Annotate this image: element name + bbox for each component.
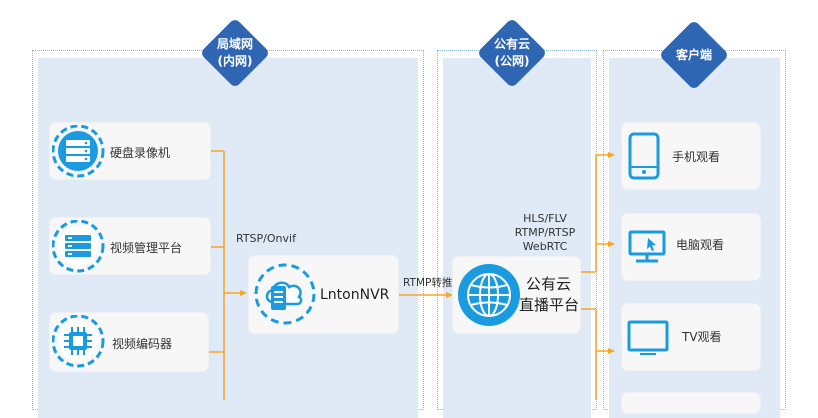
- client-label: 手机观看: [672, 150, 721, 164]
- protocol-list: HLS/FLV RTMP/RTSP WebRTC: [500, 212, 590, 254]
- lan-zone-header: 局域网 (内网): [199, 17, 271, 89]
- device-label: 视频管理平台: [110, 241, 183, 255]
- tv-icon: [627, 320, 669, 355]
- cloud-server-icon: [254, 263, 316, 325]
- device-label: 硬盘录像机: [110, 146, 171, 160]
- protocol-rtmp-rtsp: RTMP/RTSP: [514, 226, 576, 239]
- phone-icon: [628, 132, 660, 180]
- device-card-vms[interactable]: 视频管理平台: [50, 218, 210, 274]
- cloud-to-client-connector: [580, 152, 615, 400]
- client-label: TV观看: [682, 330, 722, 344]
- client-zone-header: 客户端: [658, 19, 730, 91]
- cloud-subtitle: (公网): [494, 54, 530, 68]
- globe-icon: [458, 264, 520, 326]
- rack-icon: [52, 220, 105, 273]
- cloud-zone-header: 公有云 (公网): [476, 17, 548, 89]
- cloud-title: 公有云: [493, 37, 530, 51]
- monitor-icon: [628, 230, 666, 263]
- rtsp-onvif-label: RTSP/Onvif: [236, 232, 296, 245]
- protocol-webrtc: WebRTC: [522, 240, 568, 253]
- cloud-zone: [443, 58, 591, 418]
- nvr-card[interactable]: LntonNVR: [249, 256, 398, 333]
- client-card-tv[interactable]: TV观看: [622, 304, 760, 370]
- cloud-platform-line2: 直播平台: [519, 296, 580, 314]
- client-label: 电脑观看: [676, 238, 725, 252]
- rtmp-push-label: RTMP转推: [403, 277, 453, 289]
- client-title: 客户端: [675, 47, 712, 62]
- server-icon: [52, 125, 105, 178]
- client-card-pc[interactable]: 电脑观看: [622, 214, 760, 280]
- nvr-label: LntonNVR: [320, 287, 390, 303]
- chip-icon: [52, 315, 105, 368]
- lan-title: 局域网: [216, 37, 253, 51]
- device-card-encoder[interactable]: 视频编码器: [50, 313, 208, 371]
- device-label: 视频编码器: [112, 337, 173, 351]
- client-card-phone[interactable]: 手机观看: [622, 123, 760, 189]
- device-card-nvr[interactable]: 硬盘录像机: [50, 123, 210, 179]
- connector-lines: [208, 150, 615, 400]
- cloud-platform-card[interactable]: 公有云 直播平台: [453, 257, 580, 333]
- lan-subtitle: (内网): [217, 54, 253, 68]
- cloud-platform-line1: 公有云: [526, 275, 572, 293]
- device-connector: [208, 150, 247, 400]
- client-card-partial: [622, 393, 760, 413]
- protocol-hls-flv: HLS/FLV: [523, 212, 567, 225]
